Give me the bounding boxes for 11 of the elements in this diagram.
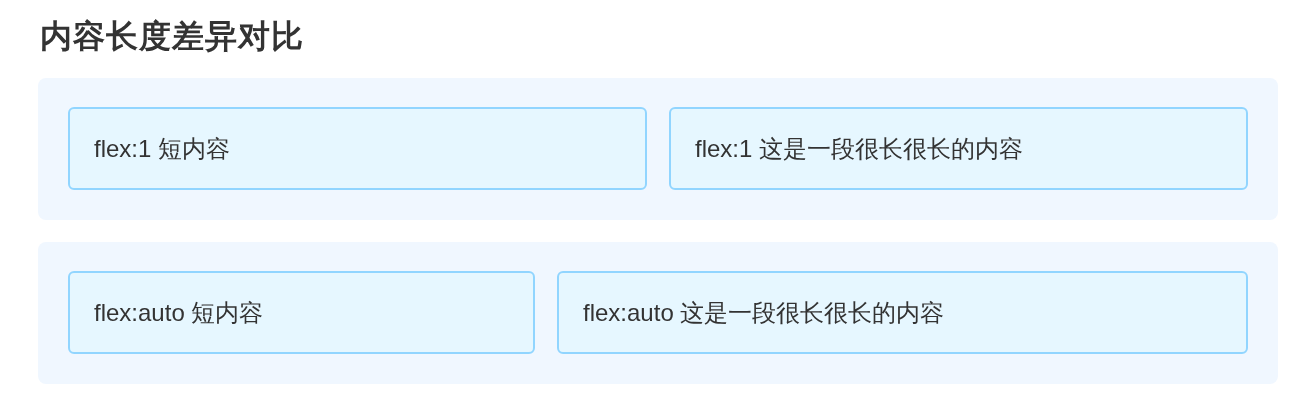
content-card bbox=[669, 107, 1248, 190]
content-card bbox=[68, 107, 647, 190]
content-card bbox=[68, 271, 535, 354]
card-text: flex:auto 这是一段很长很长的内容 bbox=[583, 297, 945, 328]
card-text: flex:1 这是一段很长很长的内容 bbox=[695, 133, 1024, 164]
card-text: flex:1 短内容 bbox=[94, 133, 231, 164]
flex-container-panel bbox=[38, 78, 1278, 220]
flex-container-panel bbox=[38, 242, 1278, 384]
card-text: flex:auto 短内容 bbox=[94, 297, 264, 328]
content-card bbox=[557, 271, 1248, 354]
page-title: 内容长度差异对比 bbox=[40, 17, 304, 56]
